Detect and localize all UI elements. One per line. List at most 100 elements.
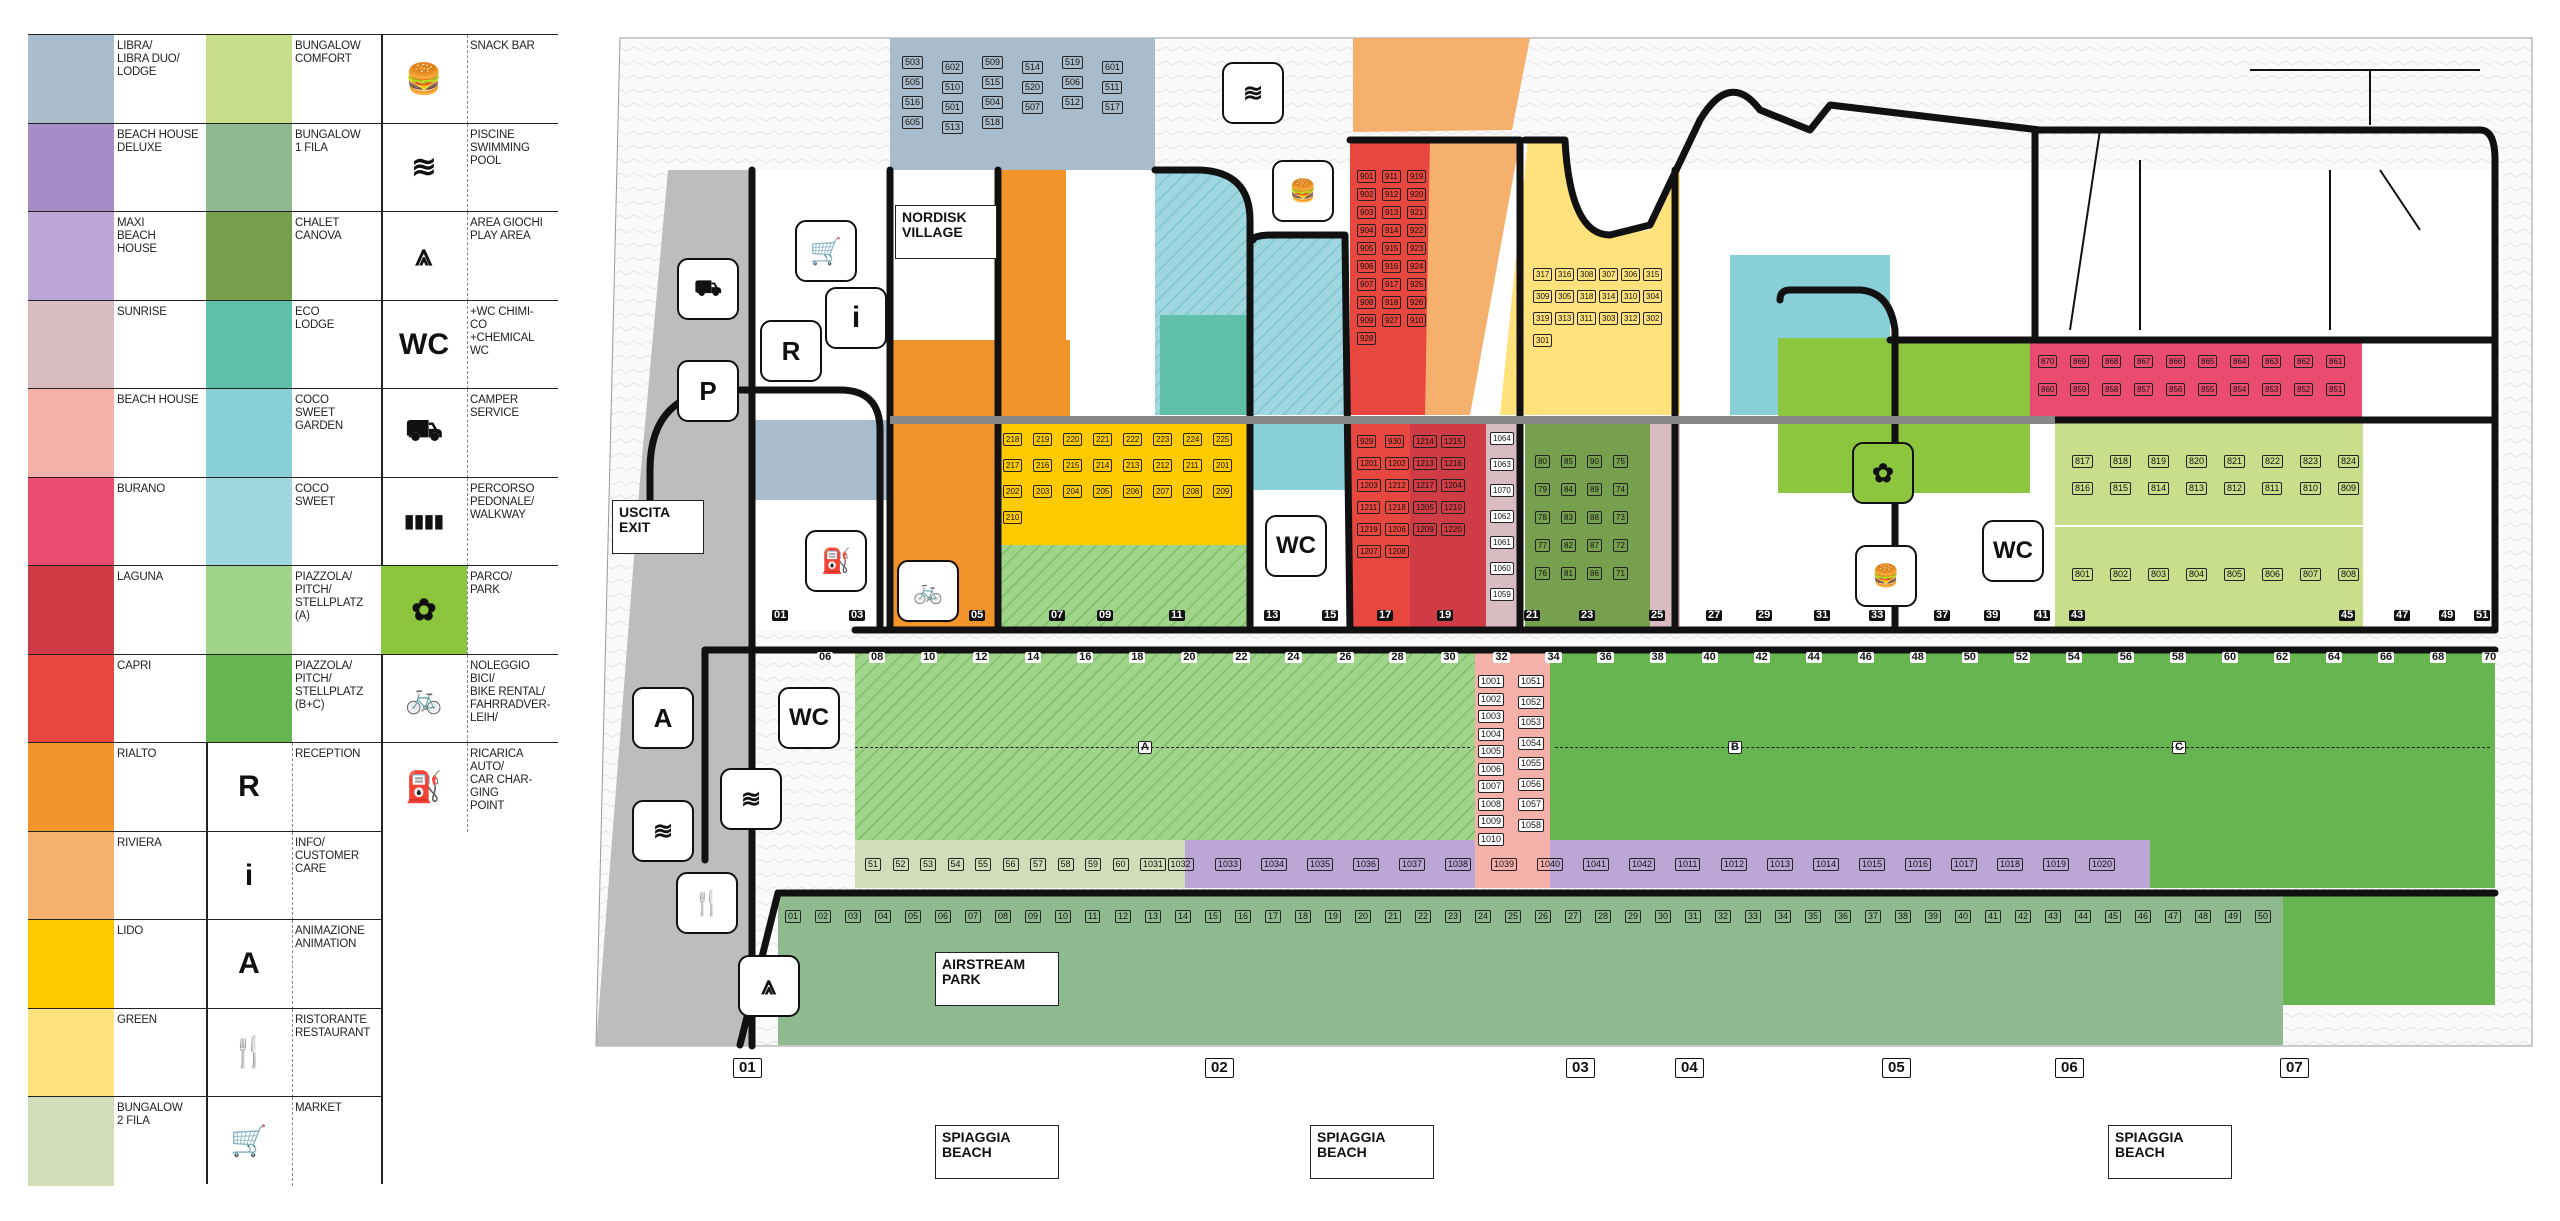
bungalow-1-fila-number[interactable]: 46 xyxy=(2135,910,2152,923)
laguna-number[interactable]: 930 xyxy=(1385,435,1405,448)
bungalow-comfort-number[interactable]: 814 xyxy=(2148,482,2170,495)
bungalow-1-fila-number[interactable]: 06 xyxy=(935,910,952,923)
street-number[interactable]: 21 xyxy=(1524,609,1541,621)
street-number[interactable]: 24 xyxy=(1285,651,1302,663)
street-number[interactable]: 58 xyxy=(2169,651,2187,663)
burano-number[interactable]: 852 xyxy=(2294,383,2314,396)
maxi-beach-house-number[interactable]: 1037 xyxy=(1399,858,1426,871)
bungalow-1-fila-number[interactable]: 04 xyxy=(875,910,892,923)
bungalow-1-fila-number[interactable]: 12 xyxy=(1115,910,1132,923)
libra-lodge-number[interactable]: 513 xyxy=(942,121,964,134)
street-number[interactable]: 49 xyxy=(2439,609,2456,621)
laguna-number[interactable]: 929 xyxy=(1357,435,1377,448)
green-number[interactable]: 315 xyxy=(1643,268,1663,281)
chalet-canova-number[interactable]: 83 xyxy=(1561,511,1576,524)
capri-number[interactable]: 907 xyxy=(1357,278,1377,291)
beach-access-number[interactable]: 06 xyxy=(2055,1058,2084,1078)
capri-number[interactable]: 913 xyxy=(1382,206,1402,219)
pool-icon-south[interactable]: ≋ xyxy=(632,800,694,862)
laguna-number[interactable]: 1214 xyxy=(1413,435,1437,448)
libra-lodge-number[interactable]: 510 xyxy=(942,81,964,94)
street-number[interactable]: 51 xyxy=(2474,609,2491,621)
green-number[interactable]: 314 xyxy=(1599,290,1619,303)
burano-number[interactable]: 870 xyxy=(2038,355,2058,368)
libra-lodge-number[interactable]: 503 xyxy=(902,56,924,69)
laguna-number[interactable]: 1218 xyxy=(1385,501,1409,514)
capri-number[interactable]: 915 xyxy=(1382,242,1402,255)
bungalow-1-fila-number[interactable]: 13 xyxy=(1145,910,1162,923)
bungalow-1-fila-number[interactable]: 07 xyxy=(965,910,982,923)
bungalow-1-fila-number[interactable]: 36 xyxy=(1835,910,1852,923)
bungalow-1-fila-number[interactable]: 08 xyxy=(995,910,1012,923)
park-icon[interactable]: ✿ xyxy=(1852,442,1914,504)
capri-number[interactable]: 902 xyxy=(1357,188,1377,201)
chalet-canova-number[interactable]: 80 xyxy=(1535,455,1550,468)
street-number[interactable]: 39 xyxy=(1984,609,2001,621)
bungalow-1-fila-number[interactable]: 14 xyxy=(1175,910,1192,923)
laguna-number[interactable]: 1203 xyxy=(1357,479,1381,492)
maxi-beach-house-number[interactable]: 1039 xyxy=(1491,858,1518,871)
green-number[interactable]: 316 xyxy=(1555,268,1575,281)
maxi-beach-house-number[interactable]: 1019 xyxy=(2043,858,2070,871)
maxi-beach-house-number[interactable]: 1011 xyxy=(1675,858,1701,871)
maxi-beach-house-number[interactable]: 1036 xyxy=(1353,858,1380,871)
laguna-number[interactable]: 1207 xyxy=(1357,545,1381,558)
parking-icon[interactable]: P xyxy=(677,360,739,422)
libra-lodge-number[interactable]: 515 xyxy=(982,76,1004,89)
libra-lodge-number[interactable]: 514 xyxy=(1022,61,1044,74)
capri-number[interactable]: 924 xyxy=(1407,260,1427,273)
beach-house-number[interactable]: 1008 xyxy=(1478,797,1505,811)
beach-access-number[interactable]: 03 xyxy=(1566,1058,1595,1078)
bungalow-comfort-number[interactable]: 821 xyxy=(2224,455,2246,468)
bungalow-comfort-number[interactable]: 809 xyxy=(2338,482,2360,495)
pool-icon[interactable]: ≋ xyxy=(1222,62,1284,124)
burano-number[interactable]: 855 xyxy=(2198,383,2218,396)
chalet-canova-number[interactable]: 72 xyxy=(1613,539,1628,552)
lido-number[interactable]: 223 xyxy=(1153,433,1173,446)
sunrise-number[interactable]: 1055 xyxy=(1518,757,1545,770)
maxi-beach-house-number[interactable]: 1020 xyxy=(2089,858,2116,871)
street-number[interactable]: 07 xyxy=(1049,609,1066,621)
capri-number[interactable]: 904 xyxy=(1357,224,1377,237)
bungalow-1-fila-number[interactable]: 20 xyxy=(1355,910,1372,923)
bungalow-comfort-number[interactable]: 819 xyxy=(2148,455,2170,468)
street-number[interactable]: 47 xyxy=(2394,609,2411,621)
chalet-canova-number[interactable]: 74 xyxy=(1613,483,1628,496)
street-number[interactable]: 05 xyxy=(969,609,986,621)
maxi-beach-house-number[interactable]: 1016 xyxy=(1905,858,1932,871)
street-number[interactable]: 34 xyxy=(1545,651,1562,663)
beach-house-number[interactable]: 1001 xyxy=(1478,675,1505,688)
capri-number[interactable]: 917 xyxy=(1382,278,1402,291)
green-number[interactable]: 305 xyxy=(1555,290,1575,303)
lido-number[interactable]: 210 xyxy=(1003,511,1023,524)
sunrise-number[interactable]: 1062 xyxy=(1490,510,1514,523)
green-number[interactable]: 302 xyxy=(1643,312,1663,325)
chalet-canova-number[interactable]: 85 xyxy=(1561,455,1576,468)
bungalow-1-fila-number[interactable]: 11 xyxy=(1085,910,1101,923)
bungalow-1-fila-number[interactable]: 02 xyxy=(815,910,832,923)
laguna-number[interactable]: 1213 xyxy=(1413,457,1437,470)
sunrise-number[interactable]: 1052 xyxy=(1518,695,1545,709)
street-number[interactable]: 41 xyxy=(2034,609,2051,621)
laguna-number[interactable]: 1215 xyxy=(1441,435,1465,448)
laguna-number[interactable]: 1206 xyxy=(1385,523,1409,536)
capri-number[interactable]: 905 xyxy=(1357,242,1377,255)
bungalow-1-fila-number[interactable]: 39 xyxy=(1925,910,1942,923)
chalet-canova-number[interactable]: 82 xyxy=(1561,539,1576,552)
street-number[interactable]: 14 xyxy=(1025,651,1042,663)
restaurant-icon[interactable]: 🍴 xyxy=(676,872,738,934)
sunrise-number[interactable]: 1053 xyxy=(1518,716,1545,729)
libra-lodge-number[interactable]: 601 xyxy=(1102,61,1124,74)
laguna-number[interactable]: 1201 xyxy=(1357,457,1381,470)
info-icon[interactable]: i xyxy=(825,287,887,349)
libra-lodge-number[interactable]: 501 xyxy=(942,101,964,114)
bungalow-1-fila-number[interactable]: 30 xyxy=(1655,910,1672,923)
bungalow-1-fila-number[interactable]: 15 xyxy=(1205,910,1222,923)
lido-number[interactable]: 214 xyxy=(1093,459,1113,472)
street-number[interactable]: 64 xyxy=(2325,651,2343,663)
capri-number[interactable]: 926 xyxy=(1407,296,1427,309)
beach-house-number[interactable]: 1006 xyxy=(1478,762,1505,776)
bungalow-2-fila-number[interactable]: 52 xyxy=(892,858,909,871)
street-number[interactable]: 06 xyxy=(817,651,834,663)
bungalow-comfort-number[interactable]: 816 xyxy=(2072,482,2094,495)
